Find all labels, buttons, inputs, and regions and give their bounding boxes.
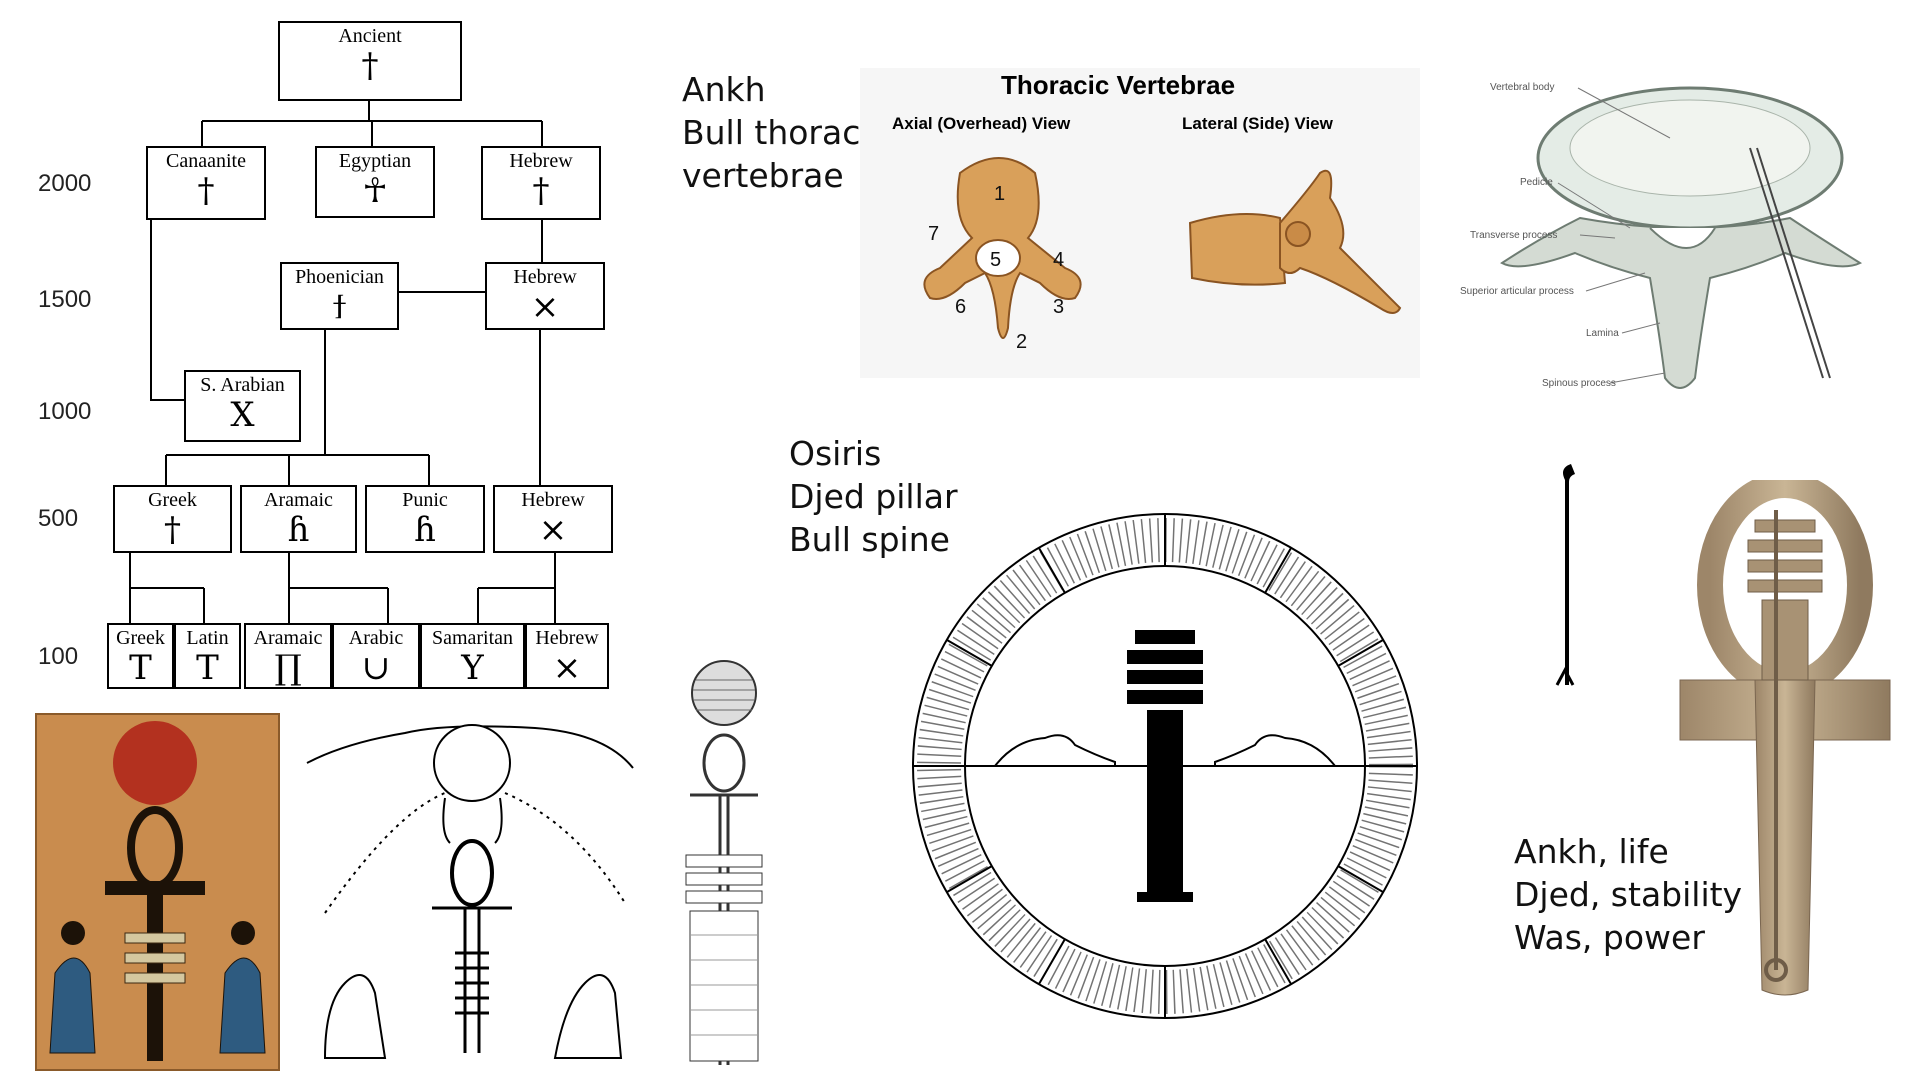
node-label: Ancient <box>338 25 402 47</box>
papyrus-ankh-painting <box>35 713 280 1071</box>
vertebra-number-4: 4 <box>1053 249 1064 271</box>
node-glyph: ɦ <box>414 510 436 550</box>
node-glyph: X <box>230 395 255 435</box>
node-glyph: † <box>164 510 181 550</box>
vertebrae-title: Thoracic Vertebrae <box>1000 70 1236 100</box>
zodiac-djed-wheel <box>912 513 1418 1019</box>
node-ancient: Ancient † <box>278 21 462 101</box>
node-latin: Latin T <box>174 623 241 689</box>
was-scepter-icon <box>1555 464 1575 686</box>
node-hebrew-1500: Hebrew × <box>485 262 605 330</box>
node-phoenician: Phoenician ϯ <box>280 262 399 330</box>
node-hebrew-100: Hebrew × <box>525 623 609 689</box>
node-glyph: T <box>129 648 152 688</box>
axial-view-label: Axial (Overhead) View <box>892 114 1071 133</box>
node-glyph: T <box>196 648 219 688</box>
vertebrae-figure: Thoracic Vertebrae Axial (Overhead) View… <box>860 68 1420 378</box>
vertebra-number-6: 6 <box>955 296 966 318</box>
vertebra-number-2: 2 <box>1016 331 1027 353</box>
node-south-arabian: S. Arabian X <box>184 370 301 442</box>
year-500: 500 <box>38 505 79 532</box>
node-canaanite: Canaanite † <box>146 146 266 220</box>
node-glyph: † <box>532 171 550 211</box>
node-glyph: Y <box>461 648 484 688</box>
label-vertebral-body: Vertebral body <box>1490 82 1555 93</box>
label-transverse-process: Transverse process <box>1470 230 1557 241</box>
label-lamina: Lamina <box>1586 328 1619 339</box>
node-arabic: Arabic ∪ <box>332 623 420 689</box>
lateral-vertebra <box>1188 169 1402 314</box>
caption-ankh-vertebrae: Ankh Bull thoracic vertebrae <box>682 70 888 195</box>
node-label: Greek <box>148 489 197 511</box>
node-label: Samaritan <box>431 627 514 649</box>
node-glyph: × <box>538 510 568 550</box>
year-100: 100 <box>38 643 79 670</box>
node-label: Egyptian <box>338 150 412 172</box>
node-label: Hebrew <box>535 627 599 649</box>
node-label: Punic <box>402 489 448 511</box>
node-label: Aramaic <box>264 489 333 511</box>
caption-ankh-djed-was: Ankh, life Djed, stability Was, power <box>1514 832 1743 957</box>
node-glyph: ϯ <box>332 287 347 327</box>
vertebra-number-7: 7 <box>928 223 939 245</box>
node-label: Phoenician <box>295 266 384 288</box>
year-2000: 2000 <box>38 170 92 197</box>
alphabet-tree-lines <box>129 101 556 623</box>
node-glyph: † <box>197 171 215 211</box>
vertebra-number-5: 5 <box>990 249 1001 271</box>
node-label: Canaanite <box>166 150 246 172</box>
lateral-view-label: Lateral (Side) View <box>1182 114 1333 133</box>
node-samaritan: Samaritan Y <box>420 623 525 689</box>
node-glyph: † <box>361 46 379 86</box>
node-label: Arabic <box>348 627 404 649</box>
node-aramaic-100: Aramaic ∏ <box>244 623 332 689</box>
node-aramaic-500: Aramaic ɦ <box>240 485 357 553</box>
caption-osiris-djed: Osiris Djed pillar Bull spine <box>789 434 958 559</box>
node-glyph: ☥ <box>362 171 388 211</box>
node-glyph: ∪ <box>361 648 391 688</box>
node-hebrew-2000: Hebrew † <box>481 146 601 220</box>
vertebrae-drawings: 1 2 3 4 5 6 7 <box>923 157 1402 353</box>
node-label: Hebrew <box>509 150 573 172</box>
axial-vertebra <box>923 157 1082 339</box>
vertebra-anatomy-figure: Vertebral body Pedicle Transverse proces… <box>1460 68 1900 408</box>
label-spinous-process: Spinous process <box>1542 378 1616 389</box>
vertebra-number-1: 1 <box>994 183 1005 205</box>
node-glyph: × <box>552 648 582 688</box>
label-superior-articular-process: Superior articular process <box>1460 286 1574 297</box>
label-pedicle: Pedicle <box>1520 177 1553 188</box>
node-hebrew-500: Hebrew × <box>493 485 613 553</box>
vertebra-anatomy-drawing: Vertebral body Pedicle Transverse proces… <box>1460 82 1863 389</box>
node-punic: Punic ɦ <box>365 485 485 553</box>
year-1000: 1000 <box>38 398 92 425</box>
node-label: S. Arabian <box>200 374 285 396</box>
djed-ankh-engraving <box>685 660 763 1065</box>
node-greek-100: Greek T <box>107 623 174 689</box>
year-1500: 1500 <box>38 286 92 313</box>
node-glyph: × <box>530 287 560 327</box>
node-greek-500: Greek † <box>113 485 232 553</box>
vertebra-number-3: 3 <box>1053 296 1064 318</box>
node-glyph: ɦ <box>287 510 310 550</box>
node-label: Aramaic <box>253 627 323 649</box>
ankh-djed-sculpture <box>1679 480 1891 996</box>
node-egyptian: Egyptian ☥ <box>315 146 435 218</box>
node-label: Latin <box>186 627 229 649</box>
node-glyph: ∏ <box>274 648 302 688</box>
ankh-sun-line-drawing <box>306 724 634 1059</box>
node-label: Hebrew <box>521 489 585 511</box>
node-label: Hebrew <box>513 266 577 288</box>
node-label: Greek <box>116 627 165 649</box>
